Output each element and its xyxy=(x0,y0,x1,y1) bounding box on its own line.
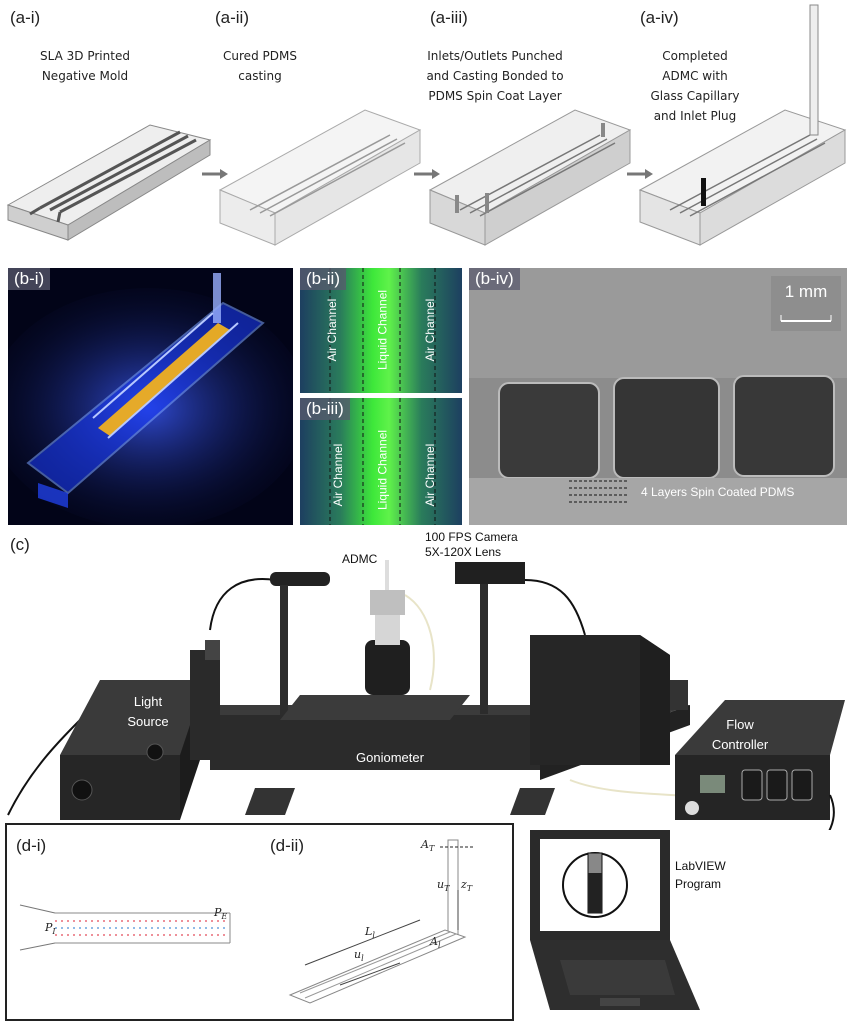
u-l-label: ul xyxy=(354,948,364,964)
experimental-setup-illustration xyxy=(7,560,845,830)
air-channel-label: Air Channel xyxy=(423,443,437,507)
p-e-label: PE xyxy=(214,906,228,922)
process-arrow xyxy=(202,169,228,179)
scale-bar-label: 1 mm xyxy=(784,282,828,301)
panel-tag-b-iii: (b-iii) xyxy=(300,398,350,420)
panel-tag-b-i: (b-i) xyxy=(8,268,51,290)
panel-d-frame xyxy=(5,823,514,1021)
process-arrow xyxy=(414,169,440,179)
goniometer-label: Goniometer xyxy=(356,750,424,765)
panel-tag-a-i: (a-i) xyxy=(10,8,41,27)
u-t-label: uT xyxy=(437,878,450,894)
liquid-channel-label: Liquid Channel xyxy=(375,429,390,511)
channel-schematic-d-i xyxy=(19,904,231,951)
a-t-label: AT xyxy=(421,838,435,854)
channel-schematic-d-ii xyxy=(288,839,475,1004)
fluorescence-image-b-iii: Air Channel Liquid Channel Air Channel (… xyxy=(300,398,462,525)
panel-tag-b-ii: (b-ii) xyxy=(300,268,346,290)
air-channel-label: Air Channel xyxy=(331,443,345,507)
air-channel-label: Air Channel xyxy=(423,298,437,362)
completed-admc-illustration xyxy=(638,4,847,246)
panel-tag-b-iv: (b-iv) xyxy=(469,268,520,290)
admc-label: ADMC xyxy=(342,552,378,566)
panel-tag-c: (c) xyxy=(10,535,30,554)
panel-tag-d-ii: (d-ii) xyxy=(270,836,304,855)
panel-tag-a-iii: (a-iii) xyxy=(430,8,468,27)
sem-cross-section-image: 1 mm 4 Layers Spin Coated PDMS (b-iv) xyxy=(469,268,847,525)
a-l-label: Al xyxy=(430,935,441,951)
negative-mold-illustration xyxy=(6,124,212,241)
p-i-label: PI xyxy=(45,921,56,937)
laptop-illustration xyxy=(530,830,700,1010)
liquid-channel-label: Liquid Channel xyxy=(375,289,390,371)
panel-tag-a-ii: (a-ii) xyxy=(215,8,249,27)
z-t-label: zT xyxy=(461,878,473,894)
spin-coat-label: 4 Layers Spin Coated PDMS xyxy=(641,485,795,499)
panel-tag-d-i: (d-i) xyxy=(16,836,47,855)
air-channel-label: Air Channel xyxy=(325,298,339,362)
process-arrow xyxy=(627,169,653,179)
fluorescence-image-b-ii: Air Channel Liquid Channel Air Channel (… xyxy=(300,268,462,393)
pdms-casting-illustration xyxy=(218,109,422,246)
panel-tag-a-iv: (a-iv) xyxy=(640,8,679,27)
l-l-label: Ll xyxy=(365,925,375,941)
bonded-device-illustration xyxy=(428,109,632,246)
uv-device-photo: (b-i) xyxy=(8,268,293,525)
